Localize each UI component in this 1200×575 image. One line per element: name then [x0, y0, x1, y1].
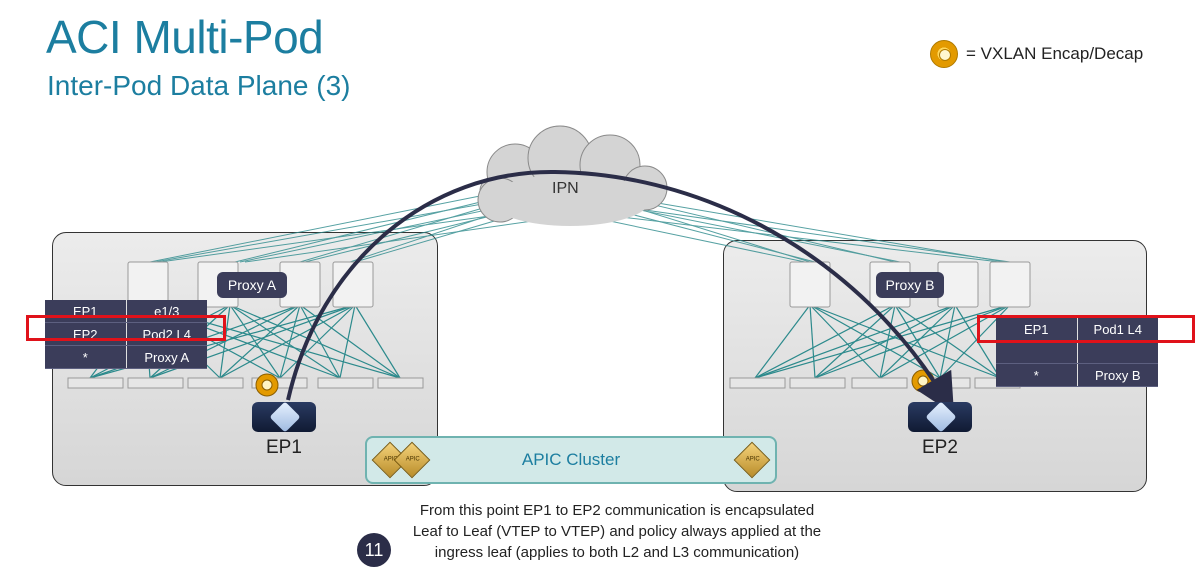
table-row: * Proxy A: [45, 346, 207, 369]
pod1-endpoint-table: EP1 e1/3 EP2 Pod2 L4 * Proxy A: [45, 300, 207, 369]
table-row: * Proxy B: [996, 364, 1158, 387]
table-cell-key: *: [45, 346, 127, 368]
step-number-badge: 11: [357, 533, 391, 567]
pod2-endpoint-table: EP1 Pod1 L4 * Proxy B: [996, 318, 1158, 387]
endpoint-label-ep1: EP1: [266, 437, 302, 458]
highlight-box: [26, 315, 226, 341]
table-cell-key: [996, 341, 1078, 363]
table-cell-key: EP1: [45, 300, 127, 322]
table-cell-value: Proxy A: [144, 349, 190, 365]
endpoint-label-ep2: EP2: [922, 437, 958, 458]
table-cell-value: Pod2 L4: [142, 326, 191, 342]
table-row: [996, 341, 1158, 364]
flow-arrow-ep1-to-ep2: [286, 169, 955, 415]
table-row: EP2 Pod2 L4: [45, 323, 207, 346]
slide-subtitle: Inter-Pod Data Plane (3): [47, 70, 351, 101]
proxy-a: Proxy A: [217, 272, 287, 298]
table-cell-key: EP2: [45, 323, 127, 345]
legend-text: = VXLAN Encap/Decap: [966, 44, 1144, 63]
table-cell-value: e1/3: [154, 303, 180, 319]
pod2-leaves: [729, 377, 1021, 389]
vm-server-icon: [252, 402, 316, 432]
table-cell-value: Pod1 L4: [1093, 321, 1142, 337]
legend: = VXLAN Encap/Decap: [930, 40, 1143, 68]
note-line: ingress leaf (applies to both L2 and L3 …: [434, 544, 800, 561]
apic-cluster-label: APIC Cluster: [521, 450, 621, 469]
slide-title: ACI Multi-Pod: [46, 11, 324, 63]
note-line: Leaf to Leaf (VTEP to VTEP) and policy a…: [412, 523, 822, 540]
ipn-label: IPN: [552, 180, 579, 197]
table-cell-value: Proxy B: [1094, 367, 1141, 383]
pod1-leaves: [67, 377, 424, 389]
table-cell-key: *: [996, 364, 1078, 386]
vm-server-icon: [908, 402, 972, 432]
table-cell-key: EP1: [996, 318, 1078, 340]
step-description: From this point EP1 to EP2 communication…: [392, 500, 842, 563]
proxy-b: Proxy B: [876, 272, 944, 298]
gear-icon: [930, 40, 958, 68]
apic-cluster: APIC APIC APIC APIC Cluster: [365, 436, 777, 484]
gear-icon: [255, 373, 279, 397]
note-line: From this point EP1 to EP2 communication…: [419, 502, 815, 519]
highlight-box: [977, 315, 1195, 343]
table-row: EP1 e1/3: [45, 300, 207, 323]
